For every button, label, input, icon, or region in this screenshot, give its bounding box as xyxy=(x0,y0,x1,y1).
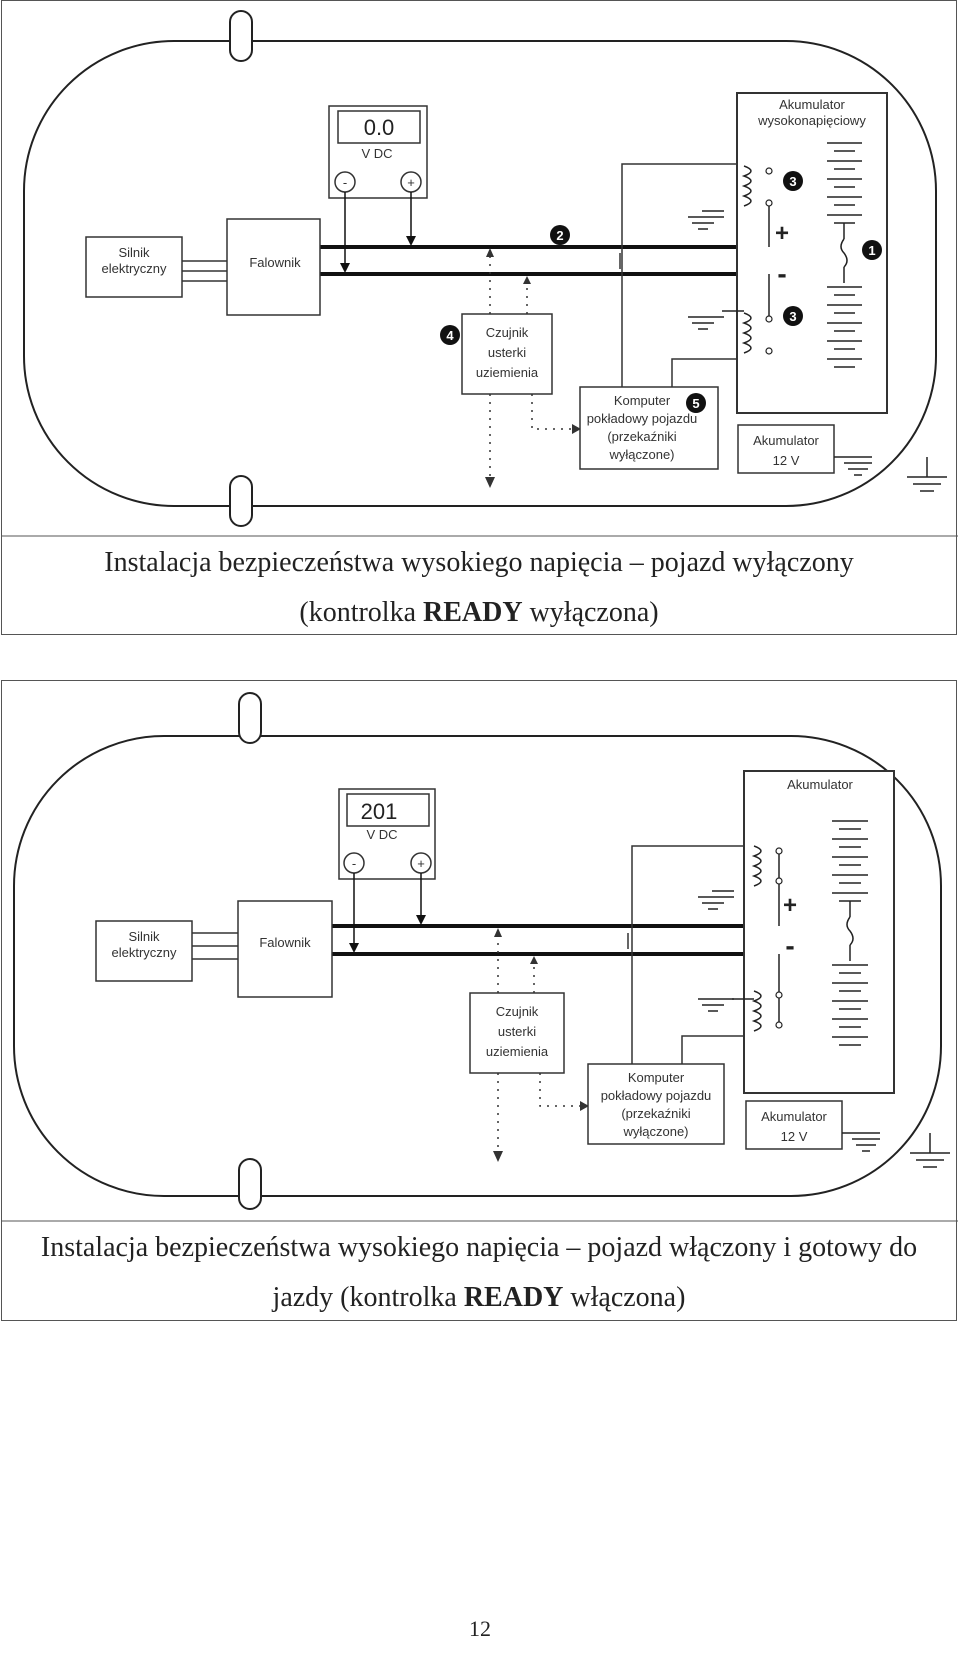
ready-keyword: READY xyxy=(423,597,523,628)
svg-text:4: 4 xyxy=(446,328,454,343)
diagram-1-panel: Silnik elektryczny Falownik 0.0 V DC - +… xyxy=(1,0,958,638)
wheel xyxy=(229,10,253,62)
svg-text:12 V: 12 V xyxy=(781,1129,808,1144)
svg-text:+: + xyxy=(407,175,415,190)
svg-text:usterki: usterki xyxy=(488,345,526,360)
hv-battery-box xyxy=(743,770,895,1094)
svg-text:12 V: 12 V xyxy=(773,453,800,468)
wheel xyxy=(238,1158,262,1210)
battery-12v-box xyxy=(745,1100,843,1150)
svg-text:wyłączone): wyłączone) xyxy=(622,1124,688,1139)
caption-line: Instalacja bezpieczeństwa wysokiego napi… xyxy=(40,1232,918,1263)
negative-sign: - xyxy=(777,258,786,289)
svg-text:pokładowy pojazdu: pokładowy pojazdu xyxy=(601,1088,712,1103)
diagram-2-caption: Instalacja bezpieczeństwa wysokiego napi… xyxy=(2,1223,956,1323)
ground-symbol xyxy=(688,310,744,330)
inverter-label: Falownik xyxy=(249,255,301,270)
marker-3: 3 xyxy=(783,306,803,326)
svg-text:uziemienia: uziemienia xyxy=(476,365,539,380)
relay-coil-top xyxy=(751,845,762,887)
voltmeter-unit: V DC xyxy=(361,146,392,161)
relay-coil-top xyxy=(741,165,752,207)
svg-text:(przekaźniki: (przekaźniki xyxy=(607,429,676,444)
caption-line: (kontrolka READY wyłączona) xyxy=(299,597,659,628)
svg-text:Silnik: Silnik xyxy=(128,929,160,944)
electric-motor-box xyxy=(85,236,183,298)
svg-text:elektryczny: elektryczny xyxy=(111,945,177,960)
vehicle-outline xyxy=(13,735,942,1197)
voltmeter-display xyxy=(346,793,430,827)
svg-text:Komputer: Komputer xyxy=(628,1070,685,1085)
ground-symbol xyxy=(688,210,724,230)
inverter-box xyxy=(237,900,333,998)
positive-sign: + xyxy=(783,892,797,919)
ground-symbol xyxy=(907,457,947,492)
svg-text:(przekaźniki: (przekaźniki xyxy=(621,1106,690,1121)
voltmeter-reading: 0.0 xyxy=(364,115,395,140)
ready-keyword: READY xyxy=(463,1282,564,1313)
page-number: 12 xyxy=(469,1616,491,1641)
service-plug-fuse xyxy=(846,916,854,946)
motor-label: Silnik xyxy=(118,245,150,260)
svg-text:Czujnik: Czujnik xyxy=(486,325,529,340)
svg-text:Akumulator: Akumulator xyxy=(779,97,845,112)
voltmeter-reading: 201 xyxy=(361,799,398,824)
caption-line: jazdy (kontrolka READY włączona) xyxy=(272,1282,686,1313)
svg-text:1: 1 xyxy=(868,243,875,258)
diagram-2-schematic: Silnik elektryczny Falownik 201 V DC - +… xyxy=(2,692,958,1222)
marker-4: 4 xyxy=(440,325,460,345)
positive-sign: + xyxy=(775,220,789,247)
ground-symbol xyxy=(834,456,872,476)
wheel xyxy=(229,475,253,527)
wheel xyxy=(238,692,262,744)
battery-cells-bottom xyxy=(832,964,868,1046)
relay-coil-bottom xyxy=(751,990,762,1032)
marker-2: 2 xyxy=(550,225,570,245)
battery-cells-bottom xyxy=(827,286,862,368)
svg-text:-: - xyxy=(343,175,347,190)
ground-symbol xyxy=(698,998,754,1012)
svg-text:5: 5 xyxy=(692,396,699,411)
svg-text:3: 3 xyxy=(789,174,796,189)
ground-fault-sensor-box xyxy=(469,992,565,1074)
electric-motor-box xyxy=(95,920,193,982)
svg-text:usterki: usterki xyxy=(498,1024,536,1039)
diagram-1-caption: Instalacja bezpieczeństwa wysokiego napi… xyxy=(2,538,956,638)
motor-label: elektryczny xyxy=(101,261,167,276)
svg-text:wyłączone): wyłączone) xyxy=(608,447,674,462)
battery-12v-box xyxy=(737,424,835,474)
onboard-computer-box xyxy=(587,1063,725,1145)
service-plug-fuse xyxy=(840,238,848,268)
marker-1: 1 xyxy=(862,240,882,260)
svg-text:pokładowy pojazdu: pokładowy pojazdu xyxy=(587,411,698,426)
marker-3: 3 xyxy=(783,171,803,191)
ground-symbol xyxy=(842,1132,880,1152)
svg-text:Czujnik: Czujnik xyxy=(496,1004,539,1019)
svg-text:2: 2 xyxy=(556,228,563,243)
svg-text:Akumulator: Akumulator xyxy=(761,1109,827,1124)
svg-text:V DC: V DC xyxy=(366,827,397,842)
svg-text:-: - xyxy=(352,856,356,871)
inverter-box xyxy=(226,218,321,316)
svg-text:Akumulator: Akumulator xyxy=(787,777,853,792)
relay-coil-bottom xyxy=(741,312,752,354)
svg-text:wysokonapięciowy: wysokonapięciowy xyxy=(757,113,866,128)
svg-text:Falownik: Falownik xyxy=(259,935,311,950)
svg-text:Akumulator: Akumulator xyxy=(753,433,819,448)
svg-text:+: + xyxy=(417,856,425,871)
svg-text:3: 3 xyxy=(789,309,796,324)
diagram-1-schematic: Silnik elektryczny Falownik 0.0 V DC - +… xyxy=(2,10,958,537)
ground-symbol xyxy=(910,1133,950,1168)
voltmeter-display xyxy=(337,110,421,144)
svg-text:Komputer: Komputer xyxy=(614,393,671,408)
diagram-2-panel: Silnik elektryczny Falownik 201 V DC - +… xyxy=(1,680,958,1323)
vehicle-outline xyxy=(23,40,937,507)
caption-line: Instalacja bezpieczeństwa wysokiego napi… xyxy=(104,547,854,578)
negative-sign: - xyxy=(785,930,794,961)
ground-fault-sensor-box xyxy=(461,313,553,395)
marker-5: 5 xyxy=(686,393,706,413)
ground-symbol xyxy=(698,890,734,910)
svg-text:uziemienia: uziemienia xyxy=(486,1044,549,1059)
